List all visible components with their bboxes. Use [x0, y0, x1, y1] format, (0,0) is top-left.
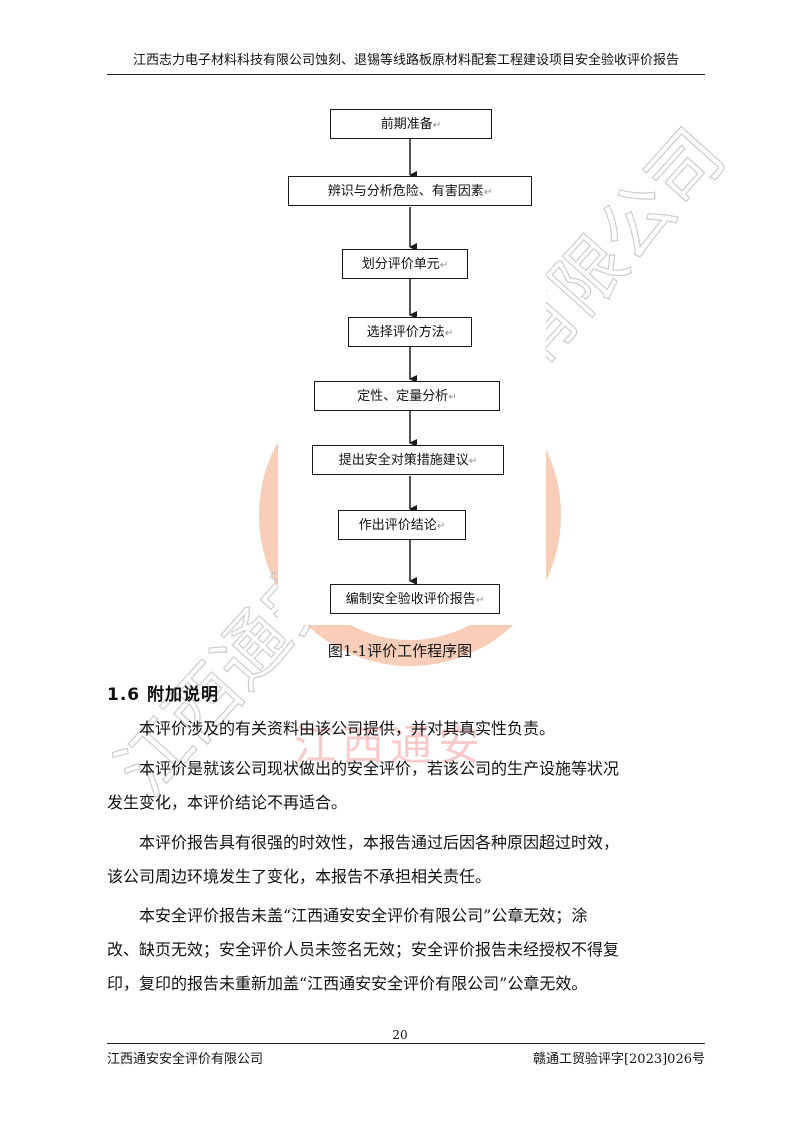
page-number: 20 [392, 1028, 408, 1042]
section-number: 1.6 [107, 685, 141, 705]
page-header: 江西志力电子材料科技有限公司蚀刻、退锡等线路板原材料配套工程建设项目安全验收评价… [107, 52, 705, 75]
paragraph-2: 本评价是就该公司现状做出的安全评价，若该公司的生产设施等状况 发生变化，本评价结… [107, 759, 620, 812]
flow-step-2: 辨识与分析危险、有害因素↵ [288, 176, 532, 206]
flow-step-1: 前期准备↵ [330, 109, 492, 139]
flow-step-3: 划分评价单元↵ [342, 249, 468, 279]
figure-caption: 图1-1评价工作程序图 [327, 642, 473, 660]
flowchart: 前期准备↵ 辨识与分析危险、有害因素↵ 划分评价单元↵ 选择评价方法↵ 定性、定… [278, 95, 546, 625]
section-title: 附加说明 [147, 685, 220, 705]
page-footer: 江西通安安全评价有限公司 赣通工贸验评字[2023]026号 [107, 1043, 705, 1067]
footer-company: 江西通安安全评价有限公司 [107, 1052, 264, 1067]
flow-step-8: 编制安全验收评价报告↵ [330, 584, 500, 614]
flow-step-7: 作出评价结论↵ [338, 510, 466, 540]
paragraph-1: 本评价涉及的有关资料由该公司提供，并对其真实性负责。 [139, 719, 556, 738]
section-heading: 1.6 附加说明 [107, 680, 219, 705]
flow-step-5: 定性、定量分析↵ [314, 381, 500, 411]
paragraph-3: 本评价报告具有很强的时效性，本报告通过后因各种原因超过时效， 该公司周边环境发生… [107, 833, 620, 886]
flow-step-6: 提出安全对策措施建议↵ [312, 445, 504, 475]
footer-doc-number: 赣通工贸验评字[2023]026号 [532, 1052, 705, 1067]
flowchart-arrows [409, 139, 417, 585]
paragraph-4: 本安全评价报告未盖“江西通安安全评价有限公司”公章无效；涂 改、缺页无效；安全评… [107, 906, 620, 993]
flow-step-4: 选择评价方法↵ [348, 317, 472, 347]
